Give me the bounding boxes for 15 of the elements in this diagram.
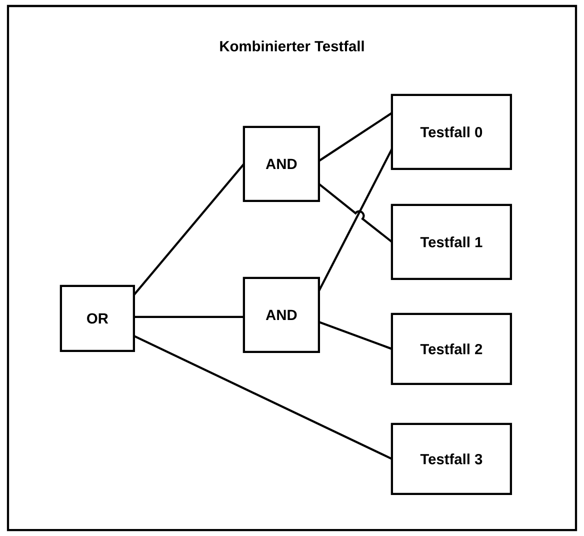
- box: AND: [242, 276, 320, 353]
- box: Testfall 3: [390, 422, 512, 495]
- connector-line: [318, 320, 392, 350]
- connector-line: [318, 148, 393, 292]
- box: Testfall 1: [390, 204, 512, 280]
- box: AND: [242, 126, 320, 202]
- box: Testfall 0: [390, 94, 512, 170]
- connector-line: [318, 112, 393, 162]
- connector-line: [318, 183, 393, 243]
- connector-line: [133, 163, 245, 296]
- title: Kombinierter Testfall: [220, 40, 364, 52]
- connector-line: [134, 316, 244, 318]
- box: OR: [60, 284, 135, 352]
- connector-line: [133, 334, 392, 460]
- box: Testfall 2: [390, 312, 512, 385]
